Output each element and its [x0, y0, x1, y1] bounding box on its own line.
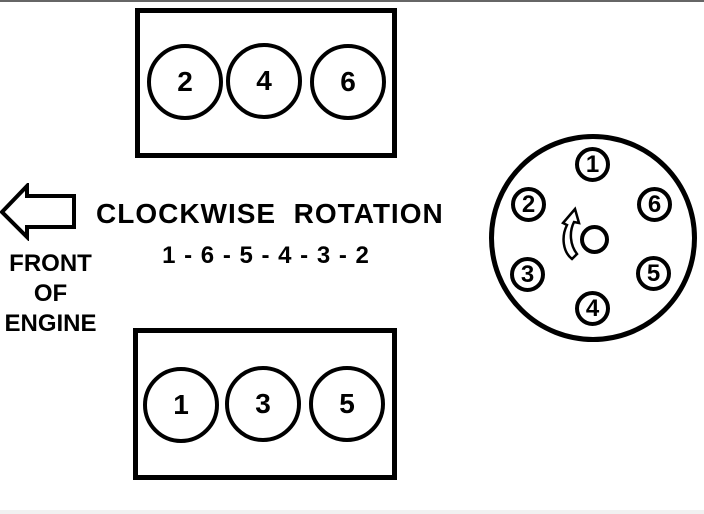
cylinder-circle-2: 2	[147, 44, 223, 120]
distributor-terminal-5: 5	[636, 256, 671, 291]
cylinder-circle-5: 5	[309, 366, 385, 442]
distributor-terminal-6: 6	[637, 187, 672, 222]
rotation-title-label: CLOCKWISE ROTATION	[96, 198, 444, 229]
distributor-terminal-2: 2	[511, 187, 546, 222]
front-direction-left-arrow-icon	[0, 183, 76, 241]
rotor-center-circle	[580, 225, 609, 254]
top-divider	[0, 0, 704, 2]
clockwise-rotation-arrow-icon	[561, 206, 581, 261]
distributor-terminal-4: 4	[575, 291, 610, 326]
cylinder-circle-3: 3	[225, 366, 301, 442]
cylinder-circle-6: 6	[310, 44, 386, 120]
firing-order-label: 1 - 6 - 5 - 4 - 3 - 2	[162, 242, 370, 269]
distributor-terminal-1: 1	[575, 147, 610, 182]
front-of-engine-line2: OF	[33, 280, 68, 307]
top-cylinder-bank-box: 2 4 6	[135, 8, 397, 158]
front-of-engine-line1: FRONT	[9, 250, 92, 277]
bottom-scroll-strip	[0, 510, 704, 514]
front-of-engine-label: FRONT OF ENGINE	[0, 249, 101, 339]
distributor-terminal-3: 3	[510, 257, 545, 292]
cylinder-circle-4: 4	[226, 43, 302, 119]
front-of-engine-line3: ENGINE	[4, 310, 97, 337]
bottom-cylinder-bank-box: 1 3 5	[133, 328, 397, 480]
cylinder-circle-1: 1	[143, 367, 219, 443]
